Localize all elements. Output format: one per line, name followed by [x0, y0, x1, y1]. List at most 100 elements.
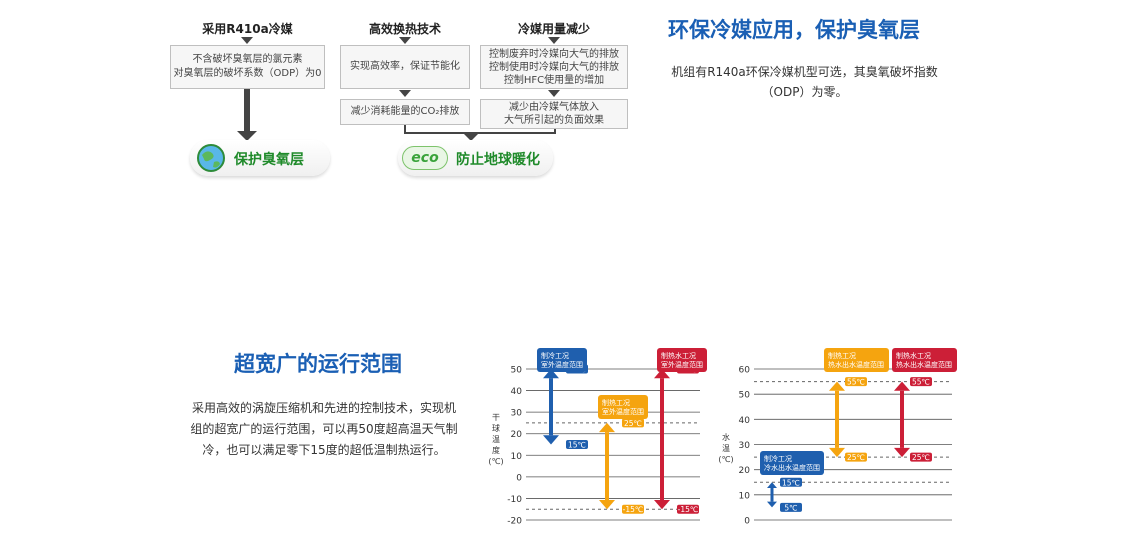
y-tick-label: 10: [511, 452, 523, 462]
y-tick-label: 40: [739, 416, 751, 426]
range-arrow-head-down: [829, 447, 845, 458]
y-axis-label: (℃): [488, 457, 503, 466]
range-arrow-shaft: [835, 390, 839, 448]
range-arrow-shaft: [900, 390, 904, 448]
series-label-text: 热水出水温度范围: [828, 360, 884, 369]
y-tick-label: 50: [739, 391, 751, 401]
value-tag-label: 15℃: [782, 478, 800, 487]
series-label-text: 制热工况: [828, 351, 856, 360]
range-arrow-shaft: [770, 488, 774, 502]
badge-warming-label: 防止地球暖化: [456, 152, 540, 168]
value-tag: [566, 440, 588, 449]
col1-box: 不含破坏臭氧层的氯元素 对臭氧层的破坏系数（ODP）为0: [170, 45, 325, 89]
col2-box1: 实现高效率，保证节能化: [340, 45, 470, 89]
connector-line: [554, 129, 556, 133]
range-arrow-head-down: [599, 500, 615, 510]
y-tick-label: 30: [739, 441, 751, 451]
value-tag-label: 5℃: [784, 503, 797, 512]
y-tick-label: -20: [507, 517, 522, 527]
badge-ozone-label: 保护臭氧层: [234, 152, 304, 168]
y-axis-label: 度: [492, 445, 500, 455]
col2-header: 高效换热技术: [368, 22, 441, 36]
col2-box2-text: 减少消耗能量的CO₂排放: [350, 106, 460, 117]
range-title: 超宽广的运行范围: [234, 352, 402, 376]
arrow-down-icon: [548, 37, 560, 44]
range-arrow-head-up: [829, 381, 845, 391]
globe-icon: [197, 144, 225, 172]
outdoor-temp-range-chart: 50403020100-10-20干球温度(℃)50℃15℃制冷工况室外温度范围…: [488, 348, 707, 527]
y-axis-label: 温: [722, 444, 730, 453]
eco-desc-line: 机组有R140a环保冷媒机型可选，其臭氧破坏指数: [671, 65, 938, 79]
y-axis-label: 水: [722, 432, 730, 442]
value-tag-label: 25℃: [847, 453, 865, 462]
value-tag: [677, 504, 699, 514]
arrow-down-icon: [237, 131, 257, 141]
series-label-box: [598, 395, 648, 419]
range-arrow-shaft: [549, 378, 553, 436]
y-tick-label: 40: [511, 387, 523, 397]
col2-box1-text: 实现高效率，保证节能化: [350, 61, 460, 72]
value-tag-label: 15℃: [568, 441, 586, 450]
series-label-text: 热水出水温度范围: [896, 360, 952, 369]
y-tick-label: 60: [739, 366, 751, 376]
connector-line: [404, 125, 406, 133]
value-tag: [910, 452, 932, 462]
value-tag: [622, 418, 644, 428]
connector-line: [404, 132, 556, 134]
y-tick-label: 30: [511, 409, 523, 419]
series-label-box: [537, 348, 587, 372]
value-tag: [780, 477, 802, 487]
series-label-text: 冷水出水温度范围: [764, 463, 820, 472]
col1-header: 采用R410a冷媒: [202, 22, 293, 36]
range-arrow-head-up: [599, 422, 615, 433]
range-desc-line: 冷，也可以满足零下15度的超低温制热运行。: [202, 443, 446, 457]
eco-desc: 机组有R140a环保冷媒机型可选，其臭氧破坏指数 （ODP）为零。: [652, 62, 957, 102]
series-label-box: [760, 451, 824, 475]
eco-desc-line: （ODP）为零。: [761, 85, 848, 99]
col3-header: 冷媒用量减少: [517, 22, 590, 36]
range-desc-line: 采用高效的涡旋压缩机和先进的控制技术，实现机: [191, 401, 456, 415]
arrow-down-icon: [241, 37, 253, 44]
col2-box2: 减少消耗能量的CO₂排放: [340, 99, 470, 125]
y-axis-label: (℃): [718, 455, 733, 464]
series-label-box: [824, 348, 889, 372]
series-label-text: 室外温度范围: [661, 360, 703, 369]
col3-box1: 控制废弃时冷媒向大气的排放 控制使用时冷媒向大气的排放 控制HFC使用量的增加: [480, 45, 628, 89]
value-tag-label: 25℃: [624, 419, 642, 428]
value-tag: [845, 452, 867, 462]
col1-box-line: 对臭氧层的破坏系数（ODP）为0: [173, 68, 322, 79]
arrow-down-icon: [399, 90, 411, 97]
range-arrow-head-up: [543, 369, 559, 379]
arrow-down-icon: [399, 37, 411, 44]
value-tag: [845, 377, 867, 387]
range-arrow-shaft: [605, 432, 609, 501]
y-axis-label: 温: [492, 435, 500, 444]
value-tag: [910, 377, 932, 387]
series-label-text: 制热工况: [602, 398, 630, 407]
range-arrow-head-down: [894, 447, 910, 458]
range-arrow-head-down: [654, 500, 670, 510]
y-tick-label: 20: [739, 466, 751, 476]
range-arrow-head-down: [543, 435, 559, 445]
value-tag-label: -15℃: [623, 505, 644, 514]
y-axis-label: 球: [492, 423, 500, 433]
range-arrow-head-up: [654, 369, 670, 379]
range-desc: 采用高效的涡旋压缩机和先进的控制技术，实现机 组的超宽广的运行范围，可以再50度…: [174, 398, 474, 461]
series-label-text: 制冷工况: [541, 351, 569, 360]
series-label-box: [892, 348, 957, 372]
arrow-down-icon: [548, 90, 560, 97]
y-tick-label: -10: [507, 495, 522, 505]
y-tick-label: 0: [744, 517, 750, 527]
value-tag: [780, 502, 802, 512]
range-arrow-head-up: [894, 381, 910, 391]
value-tag-label: 25℃: [912, 453, 930, 462]
eco-logo-icon: eco: [402, 146, 448, 170]
range-arrow-shaft: [660, 378, 664, 501]
col3-box2-line: 大气所引起的负面效果: [504, 115, 604, 126]
series-label-text: 制冷工况: [764, 454, 792, 463]
value-tag-label: -15℃: [678, 505, 699, 514]
arrow-shaft: [244, 89, 250, 131]
col1-box-line: 不含破坏臭氧层的氯元素: [192, 54, 303, 65]
series-label-text: 室外温度范围: [541, 360, 583, 369]
col3-box2-line: 减少由冷媒气体放入: [509, 102, 599, 113]
